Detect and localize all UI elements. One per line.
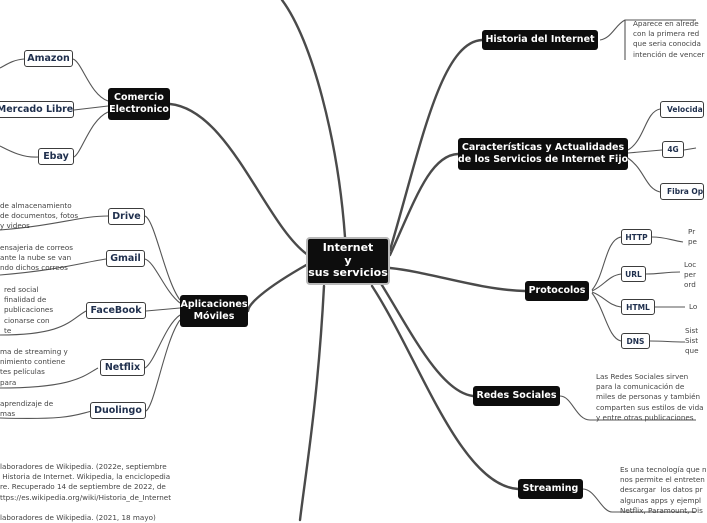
references-text: laboradores de Wikipedia. (2022e, septie… (0, 462, 172, 523)
topic-protocolos-label: Protocolos (528, 285, 586, 296)
topic-redes-label: Redes Sociales (476, 390, 557, 401)
subtopic-gmail[interactable]: Gmail (106, 250, 145, 267)
topic-historia-label: Historia del Internet (485, 34, 595, 45)
subtopic-velocidad-label: Velocida (667, 105, 703, 114)
subtopic-drive[interactable]: Drive (108, 208, 145, 225)
central-topic[interactable]: Internet y sus servicios (306, 237, 390, 285)
subtopic-duolingo[interactable]: Duolingo (90, 402, 146, 419)
subtopic-dns[interactable]: DNS (621, 333, 650, 349)
subtopic-fibra-label: Fibra Op (667, 187, 704, 196)
central-topic-line1: Internet (322, 241, 374, 255)
note-url: Loc per ord (684, 260, 697, 290)
subtopic-amazon[interactable]: Amazon (24, 50, 73, 67)
note-historia: Aparece en alrede con la primera red que… (633, 19, 705, 59)
subtopic-http-label: HTTP (625, 232, 648, 242)
topic-aplicaciones-moviles[interactable]: Aplicaciones Móviles (180, 295, 248, 327)
note-facebook: red social finalidad de publicaciones ci… (4, 285, 54, 335)
topic-historia-del-internet[interactable]: Historia del Internet (482, 30, 598, 50)
subtopic-url-label: URL (625, 269, 642, 279)
topic-caracteristicas-line1: Características y Actualidades (461, 142, 625, 153)
subtopic-ebay[interactable]: Ebay (38, 148, 74, 165)
note-dns: Sist Sist que (685, 326, 699, 356)
topic-apps-line1: Aplicaciones (180, 299, 248, 310)
central-topic-line3: sus servicios (308, 266, 388, 280)
note-html: Lo (689, 302, 698, 311)
subtopic-fibra-optica[interactable]: Fibra Op (660, 183, 704, 200)
note-redes: Las Redes Sociales sirven para la comuni… (596, 372, 704, 422)
subtopic-gmail-label: Gmail (110, 253, 141, 264)
subtopic-html-label: HTML (626, 302, 650, 312)
topic-comercio-electronico[interactable]: Comercio Electronico (108, 88, 170, 120)
subtopic-netflix[interactable]: Netflix (100, 359, 145, 376)
topic-protocolos[interactable]: Protocolos (525, 281, 589, 301)
subtopic-4g-label: 4G (667, 145, 679, 154)
subtopic-http[interactable]: HTTP (621, 229, 652, 245)
subtopic-velocidad[interactable]: Velocida (660, 101, 704, 118)
note-drive: de almacenamiento de documentos, fotos y… (0, 201, 79, 231)
note-gmail: ensajeria de correos ante la nube se van… (0, 243, 73, 273)
subtopic-4g[interactable]: 4G (662, 141, 684, 158)
subtopic-drive-label: Drive (112, 211, 141, 222)
subtopic-mercado-libre[interactable]: Mercado Libre (0, 101, 74, 118)
subtopic-mercado-libre-label: Mercado Libre (0, 104, 74, 115)
subtopic-facebook-label: FaceBook (90, 305, 142, 316)
note-http: Pr pe (688, 227, 697, 247)
topic-comercio-line2: Electronico (109, 104, 169, 115)
note-streaming: Es una tecnología que n nos permite el e… (620, 465, 707, 515)
topic-streaming[interactable]: Streaming (518, 479, 583, 499)
topic-caracteristicas-line2: de los Servicios de Internet Fijo (457, 154, 629, 165)
topic-apps-line2: Móviles (193, 311, 235, 322)
central-topic-line2: y (344, 253, 352, 267)
topic-streaming-label: Streaming (522, 483, 579, 494)
subtopic-ebay-label: Ebay (43, 151, 69, 162)
note-duolingo: aprendizaje de mas (0, 399, 54, 419)
subtopic-duolingo-label: Duolingo (94, 405, 142, 416)
subtopic-facebook[interactable]: FaceBook (86, 302, 146, 319)
topic-redes-sociales[interactable]: Redes Sociales (473, 386, 560, 406)
topic-comercio-line1: Comercio (114, 92, 164, 103)
topic-caracteristicas[interactable]: Características y Actualidades de los Se… (458, 138, 628, 170)
subtopic-url[interactable]: URL (621, 266, 646, 282)
subtopic-netflix-label: Netflix (104, 362, 141, 373)
subtopic-html[interactable]: HTML (621, 299, 655, 315)
note-netflix: ma de streaming y nimiento contiene tes … (0, 347, 68, 387)
subtopic-amazon-label: Amazon (27, 53, 70, 64)
subtopic-dns-label: DNS (626, 336, 645, 346)
